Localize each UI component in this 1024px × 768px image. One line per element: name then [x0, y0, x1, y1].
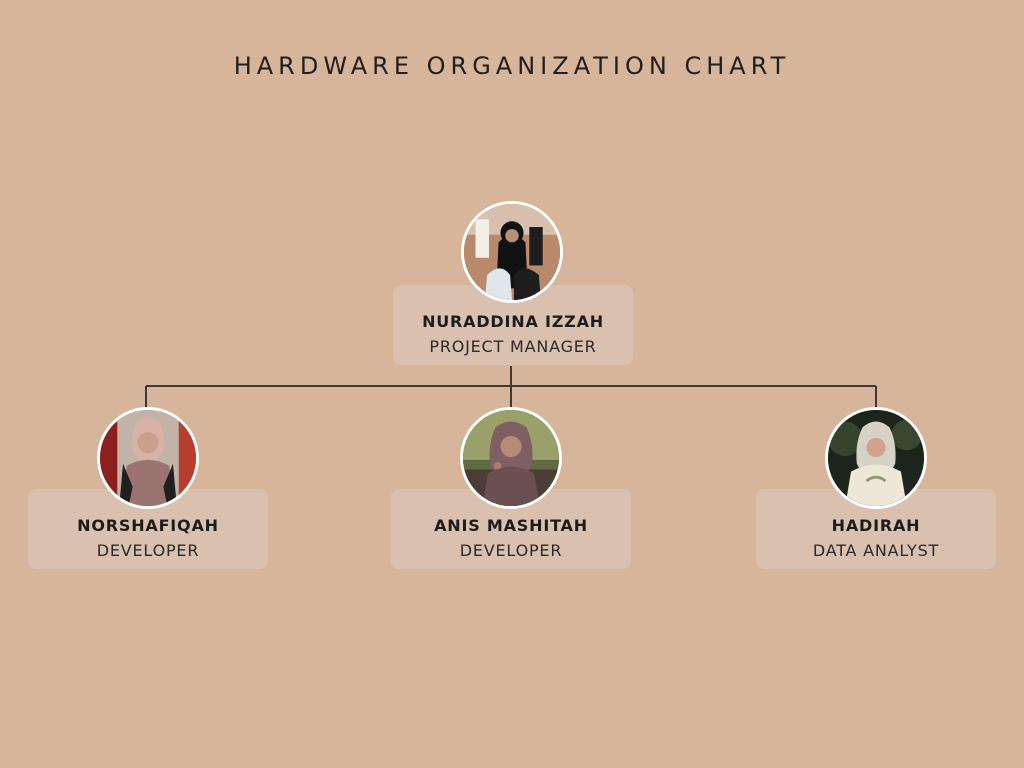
- manager-role: PROJECT MANAGER: [429, 337, 597, 356]
- member-avatar-anis-mashitah: [460, 407, 562, 509]
- member-role: DATA ANALYST: [812, 541, 940, 560]
- member-role: DEVELOPER: [459, 541, 563, 560]
- member-name: HADIRAH: [831, 516, 921, 535]
- manager-name: NURADDINA IZZAH: [422, 312, 604, 331]
- member-name: ANIS MASHITAH: [434, 516, 588, 535]
- member-avatar-norshafiqah: [97, 407, 199, 509]
- member-role: DEVELOPER: [96, 541, 200, 560]
- member-name: NORSHAFIQAH: [77, 516, 219, 535]
- member-avatar-hadirah: [825, 407, 927, 509]
- manager-avatar: [461, 201, 563, 303]
- page-title: HARDWARE ORGANIZATION CHART: [233, 52, 791, 80]
